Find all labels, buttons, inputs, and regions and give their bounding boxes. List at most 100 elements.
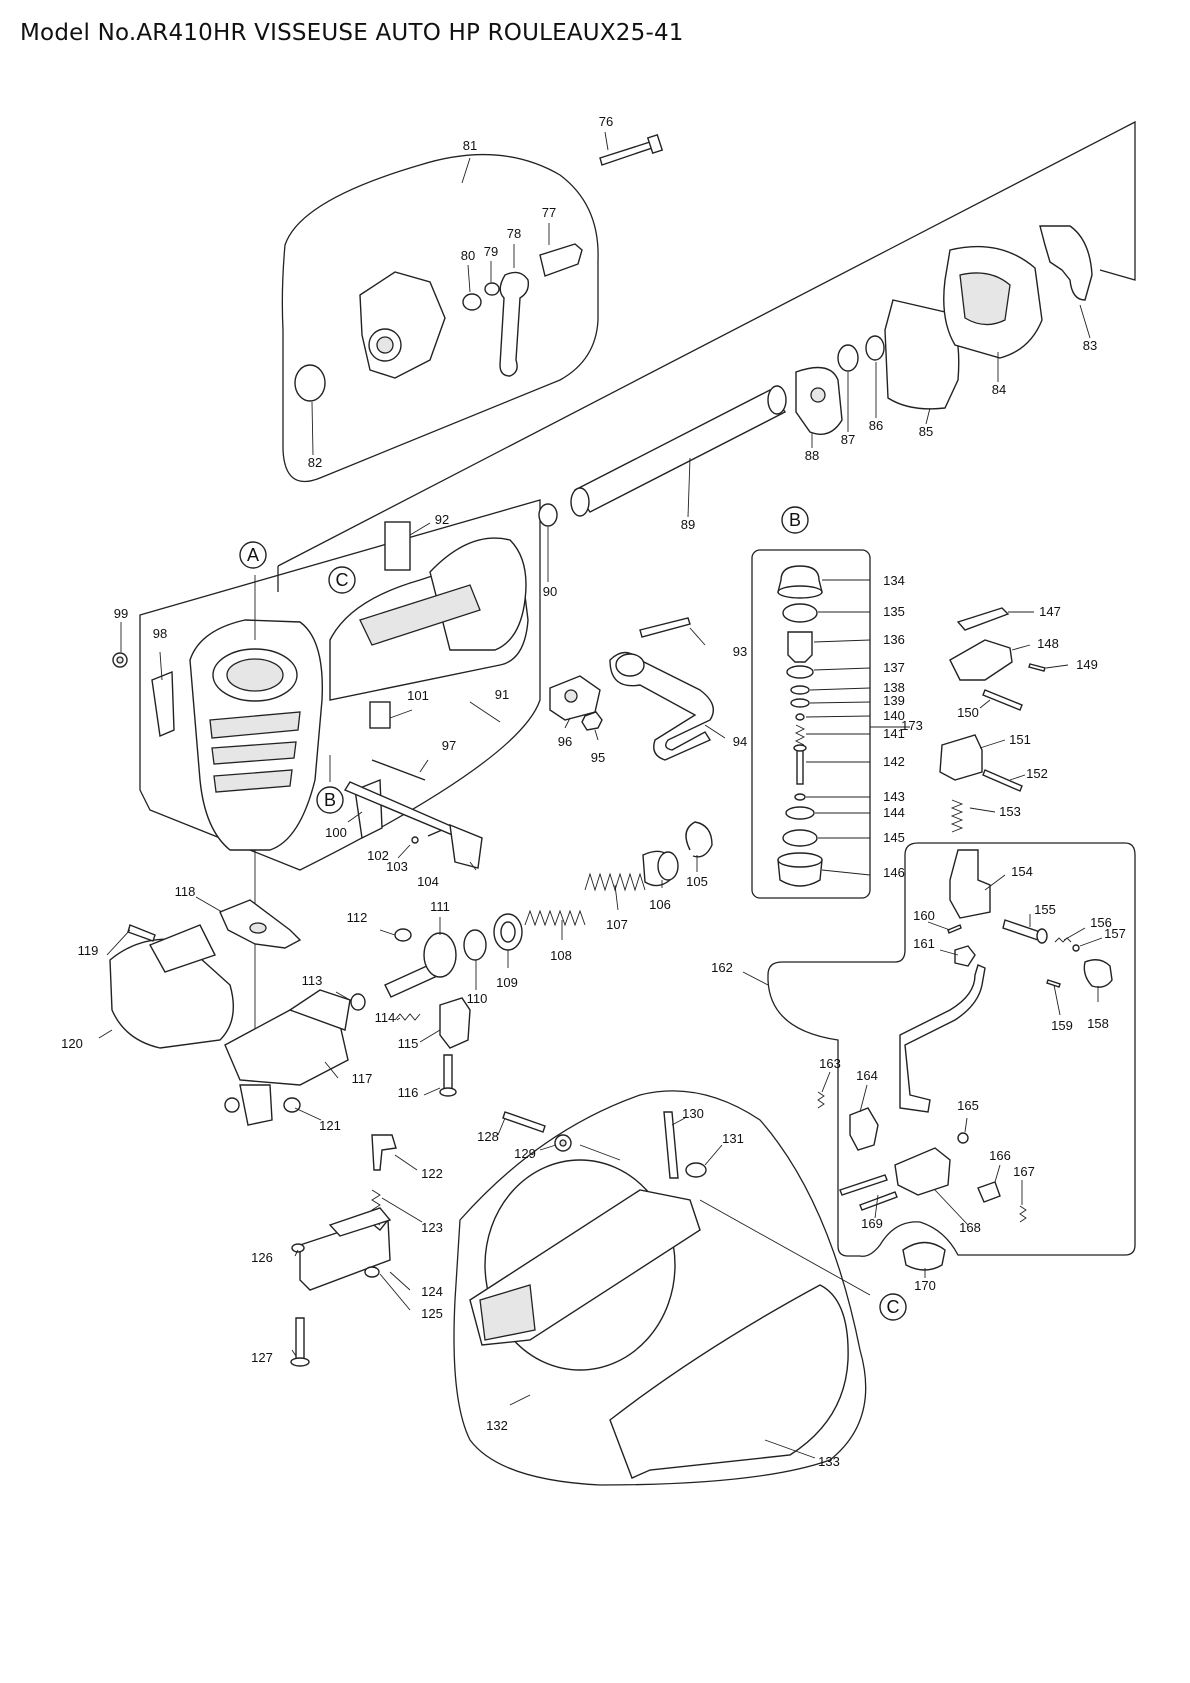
page-title: Model No.AR410HR VISSEUSE AUTO HP ROULEA…	[20, 20, 684, 46]
part-137-oring	[786, 665, 814, 679]
part-label-108: 108	[550, 948, 572, 963]
part-170-ring	[902, 1241, 946, 1271]
part-label-142: 142	[883, 754, 905, 769]
part-label-99: 99	[114, 606, 128, 621]
part-label-122: 122	[421, 1166, 443, 1181]
part-label-161: 161	[913, 936, 935, 951]
part-134-cap	[777, 565, 823, 593]
part-90-oring	[538, 503, 558, 527]
part-143-oring	[794, 793, 806, 801]
part-label-147: 147	[1039, 604, 1061, 619]
part-labels: 7677787980818283848586878889909192939495…	[61, 114, 1126, 1469]
part-95-nut	[581, 711, 603, 731]
part-label-113: 113	[302, 973, 323, 988]
part-101-label	[369, 701, 391, 729]
part-label-83: 83	[1083, 338, 1097, 353]
part-label-159: 159	[1051, 1018, 1073, 1033]
part-121-bracket	[239, 1084, 273, 1126]
part-128-bolt	[502, 1111, 546, 1133]
part-label-100: 100	[325, 825, 347, 840]
part-label-138: 138	[883, 680, 905, 695]
part-label-81: 81	[463, 138, 477, 153]
part-157-ball	[1072, 944, 1080, 952]
part-154-block	[949, 849, 991, 919]
marker-b-group	[781, 506, 809, 534]
part-label-109: 109	[496, 975, 518, 990]
part-label-155: 155	[1034, 902, 1056, 917]
part-107-spring	[584, 872, 646, 892]
part-98-plate	[151, 670, 175, 738]
part-label-84: 84	[992, 382, 1006, 397]
part-label-144: 144	[883, 805, 905, 820]
part-label-106: 106	[649, 897, 671, 912]
part-116-pin	[443, 1054, 453, 1093]
leader-lines	[98, 131, 1103, 1459]
part-147-clip	[956, 607, 1010, 631]
part-label-135: 135	[883, 604, 905, 619]
part-label-82: 82	[308, 455, 322, 470]
part-78-link	[499, 271, 530, 377]
assembly-envelope-outline	[277, 120, 1136, 567]
part-label-164: 164	[856, 1068, 878, 1083]
part-141-spring	[794, 724, 806, 746]
group-132-outline	[453, 1090, 867, 1486]
part-label-104: 104	[417, 874, 439, 889]
part-label-102: 102	[367, 848, 389, 863]
part-87-oring	[837, 344, 859, 372]
part-label-168: 168	[959, 1220, 981, 1235]
part-label-87: 87	[841, 432, 855, 447]
part-156-spring	[1054, 937, 1072, 943]
part-149-pin	[1028, 663, 1046, 672]
part-label-145: 145	[883, 830, 905, 845]
part-label-166: 166	[989, 1148, 1011, 1163]
part-label-79: 79	[484, 244, 498, 259]
group-81-outline	[281, 153, 599, 483]
part-112-nut	[394, 928, 412, 942]
part-label-160: 160	[913, 908, 935, 923]
part-label-141: 141	[883, 726, 905, 741]
part-83-plate	[1039, 225, 1093, 301]
group-173-outline	[751, 549, 871, 899]
part-label-117: 117	[352, 1071, 373, 1086]
part-label-118: 118	[175, 884, 196, 899]
part-label-93: 93	[733, 644, 747, 659]
marker-label-a-1: A	[247, 545, 259, 565]
part-label-129: 129	[514, 1146, 536, 1161]
marker-label-c-2: C	[887, 1297, 900, 1317]
part-144-oring	[785, 806, 815, 820]
part-label-94: 94	[733, 734, 747, 749]
part-label-126: 126	[251, 1250, 273, 1265]
part-120-guard	[109, 938, 234, 1049]
part-label-115: 115	[398, 1036, 419, 1051]
part-label-169: 169	[861, 1216, 883, 1231]
part-130-pin	[663, 1111, 679, 1179]
part-151-block	[939, 734, 983, 781]
marker-label-b-2: B	[789, 510, 801, 530]
part-142-stem	[796, 747, 804, 785]
part-167-spring	[1019, 1205, 1027, 1223]
marker-label-c-1: C	[336, 570, 349, 590]
part-label-130: 130	[682, 1106, 704, 1121]
part-label-88: 88	[805, 448, 819, 463]
part-108-spring	[524, 909, 586, 927]
part-label-127: 127	[251, 1350, 273, 1365]
group-162-outline	[767, 842, 1136, 1257]
part-label-116: 116	[398, 1085, 419, 1100]
part-label-146: 146	[883, 865, 905, 880]
part-label-90: 90	[543, 584, 557, 599]
part-161-nut	[954, 945, 976, 967]
part-label-121: 121	[319, 1118, 341, 1133]
part-label-152: 152	[1026, 766, 1048, 781]
part-122-pin	[371, 1134, 397, 1171]
part-label-137: 137	[883, 660, 905, 675]
part-label-110: 110	[467, 991, 488, 1006]
part-164-lever	[849, 1107, 879, 1151]
part-label-78: 78	[507, 226, 521, 241]
part-label-120: 120	[61, 1036, 83, 1051]
part-label-91: 91	[495, 687, 509, 702]
part-169-pin	[839, 1174, 888, 1196]
part-label-77: 77	[542, 205, 556, 220]
part-160-pin	[947, 924, 962, 934]
part-label-107: 107	[606, 917, 628, 932]
